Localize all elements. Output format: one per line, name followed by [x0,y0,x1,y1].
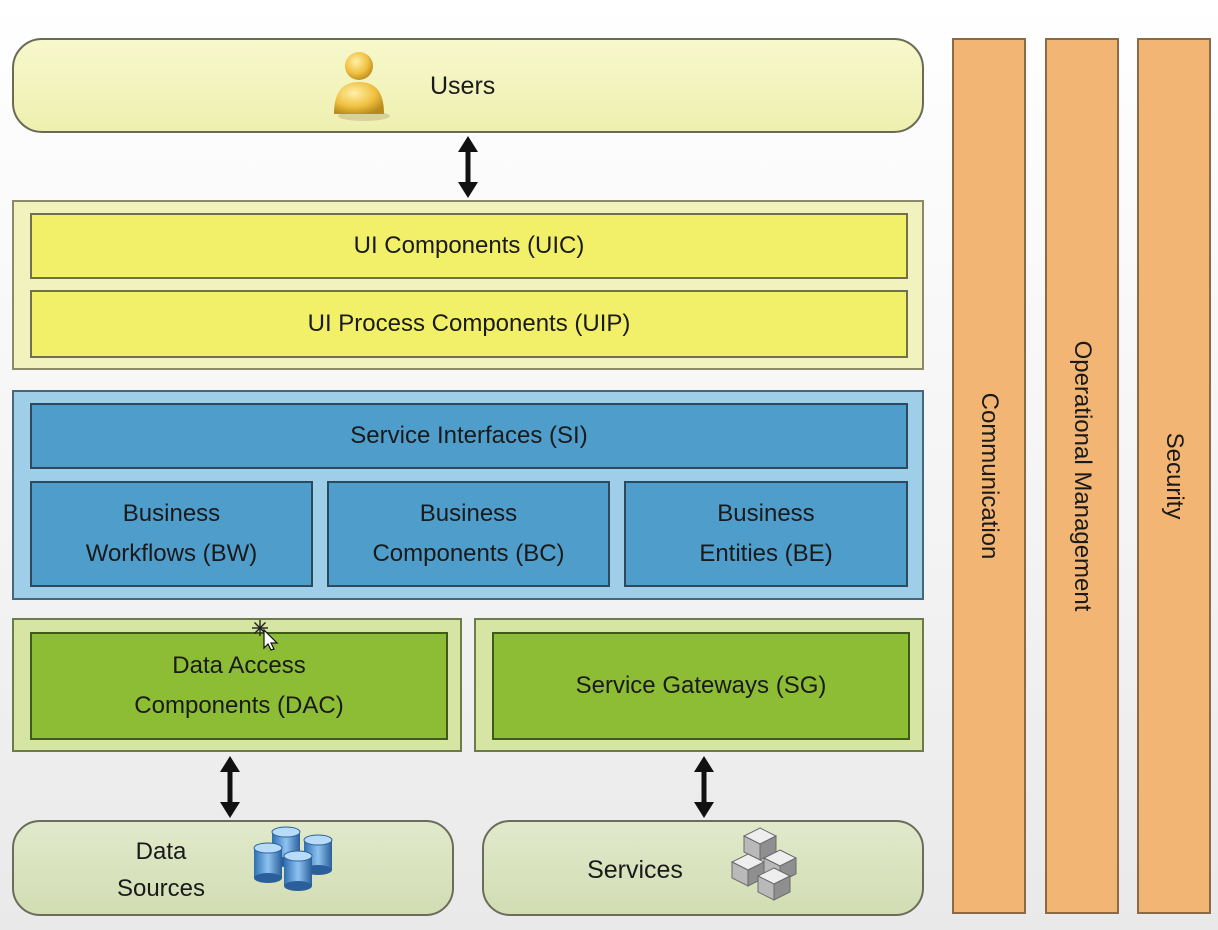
communication-label: Communication [976,392,1003,560]
data-sources-label: Data Sources [96,833,226,907]
operational-management-column: Operational Management [1045,38,1119,914]
service-gateways-label: Service Gateways (SG) [575,672,827,700]
business-components-line2: Components (BC) [372,540,565,567]
business-components-line1: Business [419,500,518,528]
double-arrow-icon [458,136,478,198]
cubes-icon [730,827,798,901]
business-workflows-line1: Business [122,500,221,528]
service-gateways-box: Service Gateways (SG) [492,632,910,740]
double-arrow-icon [220,756,240,818]
communication-column: Communication [952,38,1026,914]
business-components-box: Business Components (BC) [327,481,610,587]
data-access-components-line1: Data Access [172,652,306,680]
business-entities-line1: Business [717,500,815,528]
service-interfaces-box: Service Interfaces (SI) [30,403,908,469]
service-interfaces-label: Service Interfaces (SI) [350,422,588,450]
business-workflows-box: Business Workflows (BW) [30,481,313,587]
services-box [482,820,924,916]
security-label: Security [1161,432,1188,520]
business-workflows-line2: Workflows (BW) [85,540,258,567]
data-sources-box [12,820,454,916]
double-arrow-icon [694,756,714,818]
data-sources-line1: Data [135,838,187,865]
ui-process-components-label: UI Process Components (UIP) [307,310,631,338]
ui-process-components-box: UI Process Components (UIP) [30,290,908,358]
database-icon [253,826,333,891]
users-label: Users [430,72,496,100]
data-sources-line2: Sources [116,875,206,902]
services-label: Services [587,855,683,884]
business-entities-box: Business Entities (BE) [624,481,908,587]
operational-management-label: Operational Management [1069,340,1096,612]
users-box [12,38,924,133]
security-column: Security [1137,38,1211,914]
business-entities-line2: Entities (BE) [699,540,833,567]
ui-components-label: UI Components (UIC) [353,232,585,260]
data-access-components-box: Data Access Components (DAC) [30,632,448,740]
ui-components-box: UI Components (UIC) [30,213,908,279]
mouse-cursor-icon [252,620,279,651]
user-icon [334,52,390,121]
data-access-components-line2: Components (DAC) [134,692,344,719]
